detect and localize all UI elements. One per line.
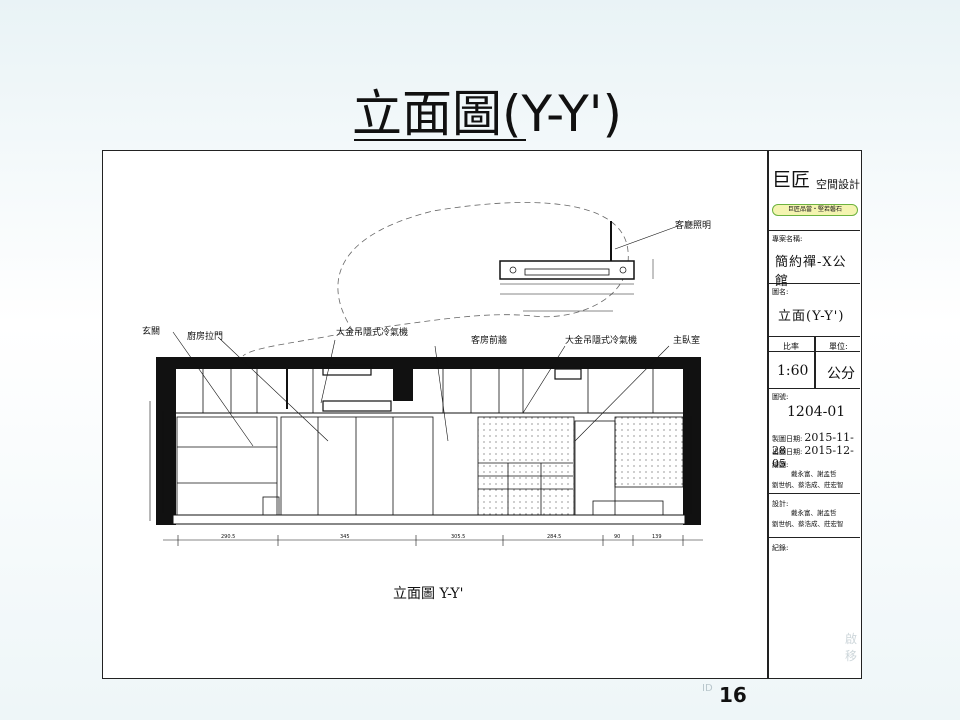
drawing-name: 立面(Y-Y') bbox=[778, 309, 845, 324]
dimension-3: 305.5 bbox=[451, 534, 465, 540]
scale-value: 1:60 bbox=[777, 363, 809, 379]
record-label: 紀錄: bbox=[772, 544, 789, 552]
faint-text-right-1: 啟 bbox=[845, 632, 858, 646]
title-block: 巨匠 空間設計 巨匠品當・堅若磐石 專案名稱: 簡約禪-X公館 圖名: 立面(Y… bbox=[767, 151, 860, 678]
design-names-1: 戴永富、謝孟哲 bbox=[791, 509, 837, 517]
draw-date-row: 製圖日期:2015-11-28 bbox=[772, 431, 860, 457]
drafting-names-1: 戴永富、謝孟哲 bbox=[791, 470, 837, 478]
faint-text-bottom: ID bbox=[702, 683, 713, 694]
guest-wall-label: 客房前牆 bbox=[471, 334, 507, 346]
project-name: 簡約禪-X公館 bbox=[775, 255, 847, 289]
slogan: 巨匠品當・堅若磐石 bbox=[772, 204, 858, 216]
design-label: 設計: bbox=[772, 500, 789, 508]
slide-title: 立面圖(Y-Y') bbox=[352, 85, 623, 143]
unit-value: 公分 bbox=[827, 366, 855, 382]
drawing-name-cell: 圖名: 立面(Y-Y') bbox=[769, 284, 860, 337]
diagonal-leaders bbox=[172, 331, 670, 447]
title-underline bbox=[354, 139, 526, 141]
kitchen-door-label: 廚房拉門 bbox=[187, 330, 223, 342]
design-names-2: 劉世帆、蔡浩成、莊宏智 bbox=[772, 520, 844, 528]
brand-name: 巨匠 bbox=[772, 169, 811, 191]
drawing-name-label: 圖名: bbox=[772, 288, 789, 296]
detail-callout-leader bbox=[242, 330, 354, 357]
entrance-label: 玄關 bbox=[142, 325, 160, 337]
project-cell: 專案名稱: 簡約禪-X公館 bbox=[769, 231, 860, 289]
faint-text-right-2: 移 bbox=[845, 649, 858, 663]
draw-date-label: 製圖日期: bbox=[772, 435, 803, 443]
ac-units bbox=[322, 364, 582, 412]
issue-date-label: 出圖日期: bbox=[772, 448, 803, 456]
dimension-line bbox=[163, 535, 703, 546]
living-light-leader bbox=[614, 225, 679, 250]
record-cell: 紀錄: bbox=[769, 538, 860, 678]
elevation-walls bbox=[156, 357, 701, 525]
brand-cell: 巨匠 空間設計 巨匠品當・堅若磐石 bbox=[769, 151, 860, 231]
drafting-label: 繪圖: bbox=[772, 461, 789, 469]
ac-left-label: 大金吊隱式冷氣機 bbox=[336, 326, 408, 338]
drawing-number: 1204-01 bbox=[787, 404, 846, 420]
unit-label: 單位: bbox=[829, 342, 848, 351]
vertical-dimensions bbox=[149, 371, 692, 521]
ac-right-label: 大金吊隱式冷氣機 bbox=[565, 334, 637, 346]
dimension-1: 290.5 bbox=[221, 534, 235, 540]
scale-unit-cell: 比率 單位: 1:60 公分 bbox=[769, 337, 860, 389]
detail-callout-cloud bbox=[337, 202, 629, 332]
scale-divider bbox=[814, 337, 816, 389]
upper-panels bbox=[202, 369, 654, 413]
brand-sub: 空間設計 bbox=[816, 178, 860, 191]
drawing-sheet: 客廳照明 bbox=[102, 150, 862, 679]
dimension-5: 90 bbox=[614, 534, 620, 540]
dimension-6: 139 bbox=[652, 534, 662, 540]
elevation-drawing-svg: 客廳照明 bbox=[142, 202, 711, 546]
drawing-caption: 立面圖 Y-Y' bbox=[393, 586, 464, 602]
dimension-2: 345 bbox=[340, 534, 350, 540]
draw-date-value: 2015-11-28 bbox=[772, 431, 854, 457]
master-bedroom-label: 主臥室 bbox=[673, 334, 700, 346]
issue-date-row: 出圖日期:2015-12-05 bbox=[772, 444, 860, 470]
project-label: 專案名稱: bbox=[772, 235, 803, 243]
design-cell: 設計: 戴永富、謝孟哲 劉世帆、蔡浩成、莊宏智 bbox=[769, 494, 860, 538]
number-date-cell: 圖號: 1204-01 製圖日期:2015-11-28 出圖日期:2015-12… bbox=[769, 389, 860, 494]
lower-cabinets bbox=[176, 416, 684, 516]
living-light-label: 客廳照明 bbox=[675, 219, 711, 231]
dimension-4: 284.5 bbox=[547, 534, 561, 540]
scale-label: 比率 bbox=[783, 342, 799, 351]
scale-header-line bbox=[769, 351, 860, 352]
number-label: 圖號: bbox=[772, 393, 789, 401]
elevation-drawing: 客廳照明 bbox=[103, 151, 767, 678]
light-detail bbox=[499, 221, 654, 312]
page-number: 16 bbox=[719, 683, 747, 707]
issue-date-value: 2015-12-05 bbox=[772, 444, 854, 470]
drafting-names-2: 劉世帆、蔡浩成、莊宏智 bbox=[772, 481, 844, 489]
